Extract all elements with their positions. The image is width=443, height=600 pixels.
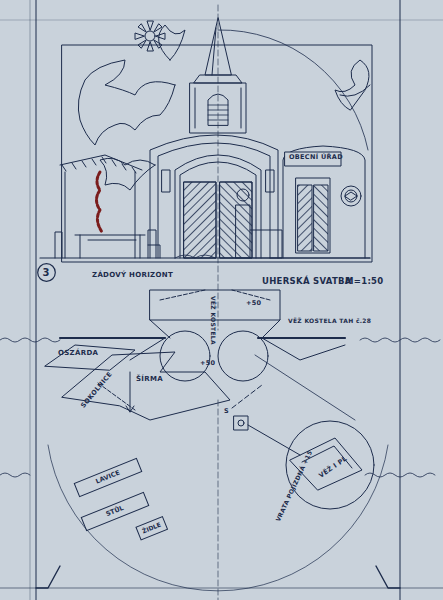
plan-label: SOKOLNICE (80, 371, 114, 410)
plan-label: UHERSKÁ SVATBA (262, 277, 352, 286)
node-text: LAVICE (95, 470, 121, 486)
plan-label: +50 (246, 300, 261, 307)
plan-label: VĚŽ KOSTELA (209, 296, 216, 345)
plan-label: +50 (200, 360, 215, 367)
callout-circle (37, 263, 55, 281)
plan-label: OBECNÍ ÚŘAD (289, 154, 343, 161)
plan-label: VRATA POJÍZDNÁ +15 (275, 450, 314, 523)
plan-label: ŠÍRMA (136, 376, 163, 384)
plan-label: VĚŽ I PL (318, 455, 349, 479)
furniture-outline (136, 516, 168, 539)
furniture-outline (74, 459, 141, 497)
plan-label: M=1:50 (345, 277, 384, 286)
plan-label: VĚŽ KOSTELA TAH č.28 (288, 318, 371, 325)
callout-number: 3 (37, 263, 56, 282)
plan-label: ZÁDOVÝ HORIZONT (92, 272, 173, 280)
plan-label: OSZÁRDA (58, 350, 98, 358)
furniture-box: ŽIDLE (136, 516, 169, 541)
plan-label: S (224, 408, 229, 415)
furniture-outline (81, 493, 148, 531)
furniture-box: LAVICE (74, 458, 143, 498)
node-text: 3 (43, 267, 50, 278)
